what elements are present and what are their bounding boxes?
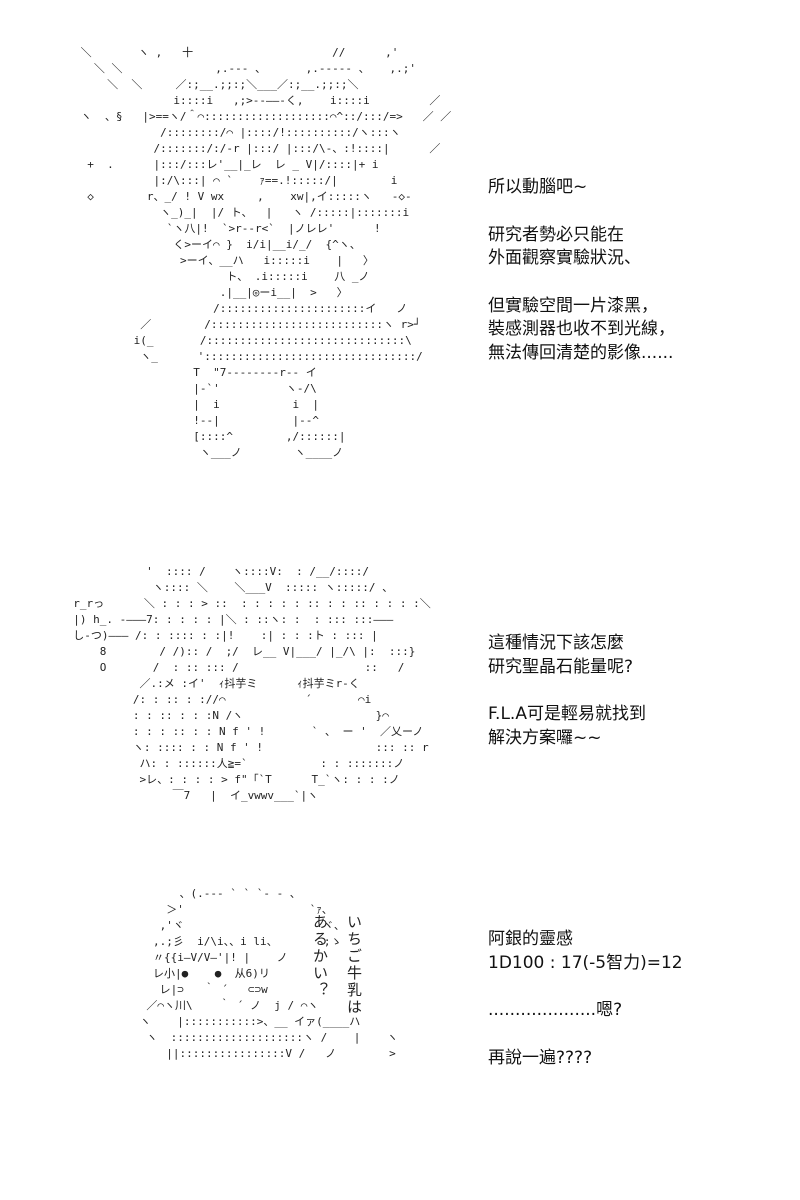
caption-line: ....................嗯? <box>488 1000 623 1020</box>
panel-1: ＼ ヽ , 十 // ,' ＼ ＼ ,.--- 、 ,.----- 、 ,.;'… <box>0 0 800 540</box>
speech-bubble-column-1: いちご牛乳は <box>345 914 363 1016</box>
panel-2-caption: 這種情況下該怎麼 研究聖晶石能量呢? F.L.A可是輕易就找到 解決方案囉~~ <box>488 632 788 774</box>
panel-3: 、(.--‐ ` ` `‐ - 、 ＞' `ｧ、 ,'ヾ ヾ、 ,.;彡 i/\… <box>0 860 800 1200</box>
caption-line: 但實驗空間一片漆黑， 裝感測器也收不到光線， 無法傳回清楚的影像...... <box>488 295 675 363</box>
ascii-art-gintoki-face: 、(.--‐ ` ` `‐ - 、 ＞' `ｧ、 ,'ヾ ヾ、 ,.;彡 i/\… <box>139 887 398 1060</box>
ascii-art-girl-figure: ＼ ヽ , 十 // ,' ＼ ＼ ,.--- 、 ,.----- 、 ,.;'… <box>80 46 452 459</box>
panel-3-caption: 阿銀的靈感 1D100 : 17(-5智力)=12 ..............… <box>488 928 788 1094</box>
ascii-art-sleeping-character: ' :::: / ヽ::::V: : /__/::::/ ヽ:::: ＼ ＼__… <box>73 565 431 802</box>
panel-2: ' :::: / ヽ::::V: : /__/::::/ ヽ:::: ＼ ＼__… <box>0 540 800 860</box>
caption-line: 研究者勢必只能在 外面觀察實驗狀況、 <box>488 224 641 269</box>
caption-line: 阿銀的靈感 1D100 : 17(-5智力)=12 <box>488 929 683 973</box>
panel-1-caption: 所以動腦吧~ 研究者勢必只能在 外面觀察實驗狀況、 但實驗空間一片漆黑， 裝感測… <box>488 176 788 389</box>
caption-line: 所以動腦吧~ <box>488 177 588 197</box>
caption-line: 再說一遍???? <box>488 1047 593 1068</box>
caption-line: F.L.A可是輕易就找到 解決方案囉~~ <box>488 704 646 748</box>
caption-line: 這種情況下該怎麼 研究聖晶石能量呢? <box>488 633 634 677</box>
speech-bubble-column-2: あるかい？ <box>311 914 329 999</box>
